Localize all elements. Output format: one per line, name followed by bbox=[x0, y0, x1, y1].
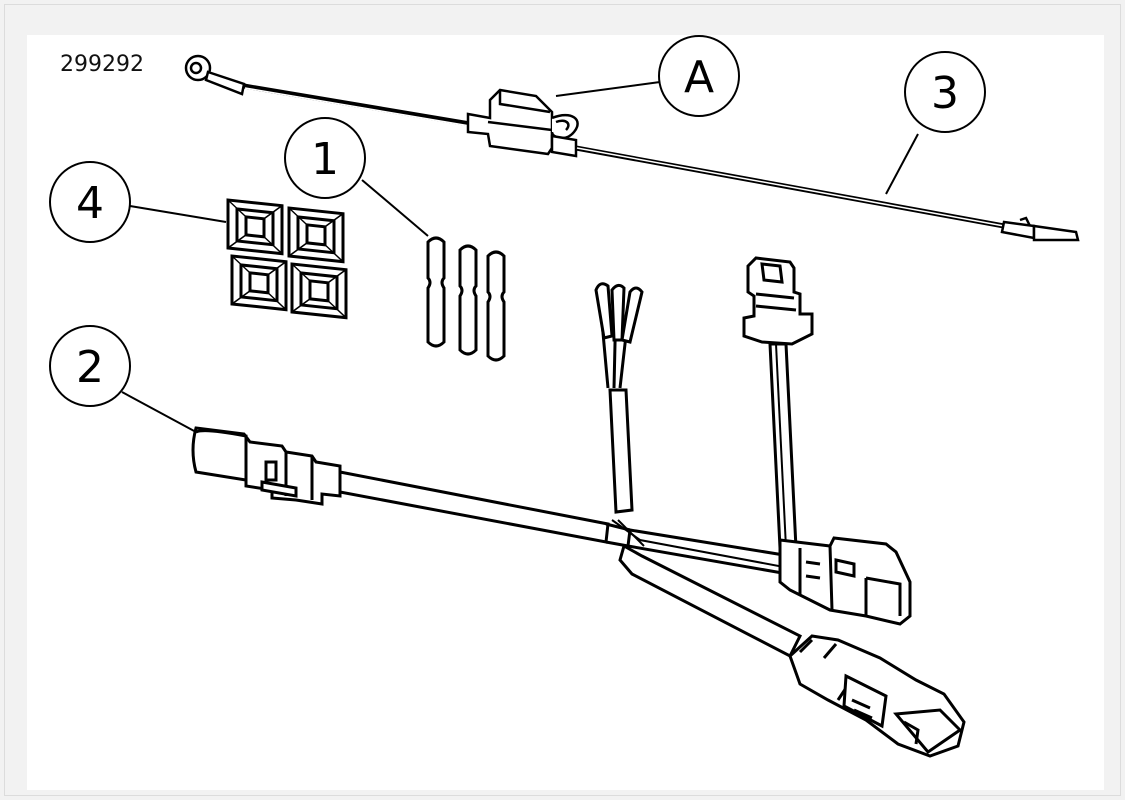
leader-line-a bbox=[555, 81, 661, 97]
cable-tie-mount bbox=[290, 262, 348, 320]
male-connector bbox=[778, 536, 912, 626]
butt-splice bbox=[486, 250, 506, 362]
cable-tie-mount bbox=[287, 206, 345, 264]
leader-lines bbox=[121, 81, 919, 433]
cable-tie-mount bbox=[226, 198, 284, 256]
leader-line-4 bbox=[129, 205, 227, 223]
callout-a: A bbox=[658, 35, 740, 117]
cable-tie-mounts bbox=[226, 198, 348, 320]
pigtail-sheath bbox=[608, 388, 634, 514]
callout-2-label: 2 bbox=[76, 342, 104, 393]
leader-line-3 bbox=[885, 133, 919, 195]
figure-id-label: 299292 bbox=[60, 52, 144, 77]
callout-2: 2 bbox=[49, 325, 131, 407]
fused-ground-wire bbox=[184, 54, 1080, 242]
leader-line-2 bbox=[121, 391, 197, 433]
callout-a-label: A bbox=[684, 52, 714, 103]
callout-1: 1 bbox=[284, 117, 366, 199]
callout-1-label: 1 bbox=[311, 134, 339, 185]
butt-splice bbox=[458, 244, 478, 356]
main-harness bbox=[191, 256, 966, 758]
butt-splice bbox=[426, 236, 446, 348]
callout-4-label: 4 bbox=[76, 178, 104, 229]
butt-splices bbox=[426, 236, 506, 362]
main-harness-sheath bbox=[338, 470, 610, 544]
fuse-holder bbox=[466, 88, 554, 156]
callout-3: 3 bbox=[904, 51, 986, 133]
figure-panel bbox=[27, 35, 1104, 790]
socket-connector bbox=[742, 256, 814, 346]
leader-line-1 bbox=[361, 179, 429, 237]
cable-tie-mount bbox=[230, 254, 288, 312]
callout-4: 4 bbox=[49, 161, 131, 243]
callout-3-label: 3 bbox=[931, 68, 959, 119]
